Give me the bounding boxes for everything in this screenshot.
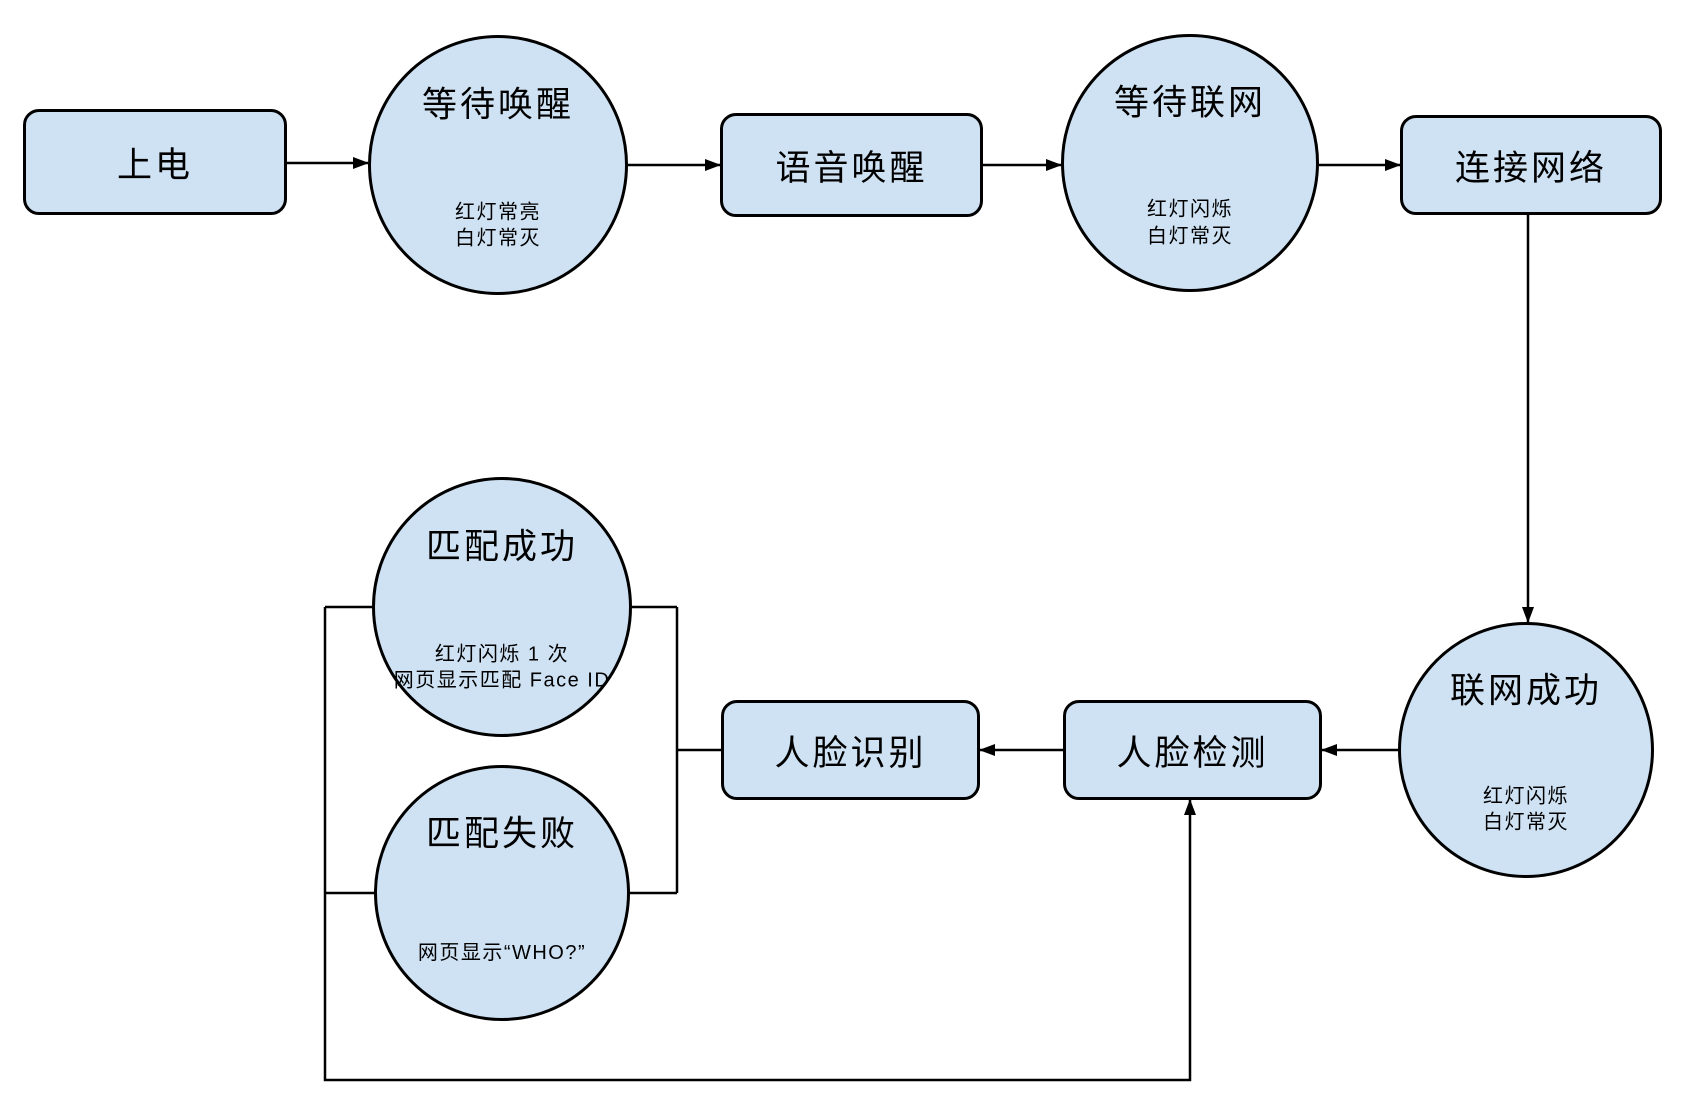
- status-line: 白灯常灭: [1147, 225, 1233, 248]
- node-wait-network: 等待联网 红灯闪烁 白灯常灭: [1061, 34, 1319, 292]
- node-connect-network: 连接网络: [1400, 115, 1662, 215]
- node-match-success: 匹配成功 红灯闪烁 1 次 网页显示匹配 Face ID: [372, 477, 632, 737]
- status-line: 红灯闪烁 1 次: [434, 643, 570, 666]
- node-face-detect: 人脸检测: [1063, 700, 1322, 800]
- node-voice-wake: 语音唤醒: [720, 113, 983, 217]
- node-wait-wake: 等待唤醒 红灯常亮 白灯常灭: [368, 35, 628, 295]
- node-wait-network-status: 红灯闪烁 白灯常灭: [1034, 197, 1346, 250]
- node-network-success: 联网成功 红灯闪烁 白灯常灭: [1398, 622, 1654, 878]
- node-face-recognize: 人脸识别: [721, 700, 980, 800]
- node-power-on: 上电: [23, 109, 287, 215]
- node-match-fail-label: 匹配失败: [425, 814, 578, 853]
- node-match-fail: 匹配失败 网页显示“WHO?”: [374, 765, 630, 1021]
- node-voice-wake-label: 语音唤醒: [775, 148, 928, 188]
- node-match-success-label: 匹配成功: [425, 527, 578, 566]
- status-line: 红灯闪烁: [1147, 199, 1233, 222]
- node-match-success-status: 红灯闪烁 1 次 网页显示匹配 Face ID: [345, 642, 659, 695]
- status-line: 红灯常亮: [455, 201, 541, 224]
- node-power-on-label: 上电: [116, 145, 193, 185]
- node-face-detect-label: 人脸检测: [1116, 733, 1269, 773]
- node-network-success-status: 红灯闪烁 白灯常灭: [1371, 784, 1681, 837]
- node-wait-network-label: 等待联网: [1113, 83, 1266, 123]
- edge-loopback-to-facedetect: [323, 607, 1196, 1082]
- node-face-recognize-label: 人脸识别: [774, 733, 927, 773]
- node-connect-network-label: 连接网络: [1454, 148, 1607, 188]
- node-wait-wake-label: 等待唤醒: [421, 85, 574, 124]
- status-line: 白灯常灭: [1483, 812, 1569, 834]
- status-line: 网页显示“WHO?”: [417, 941, 587, 964]
- status-line: 红灯闪烁: [1483, 785, 1569, 808]
- status-line: 白灯常灭: [455, 227, 541, 250]
- node-network-success-label: 联网成功: [1449, 671, 1602, 710]
- node-wait-wake-status: 红灯常亮 白灯常灭: [341, 200, 655, 253]
- status-line: 网页显示匹配 Face ID: [393, 669, 611, 692]
- node-match-fail-status: 网页显示“WHO?”: [347, 940, 657, 966]
